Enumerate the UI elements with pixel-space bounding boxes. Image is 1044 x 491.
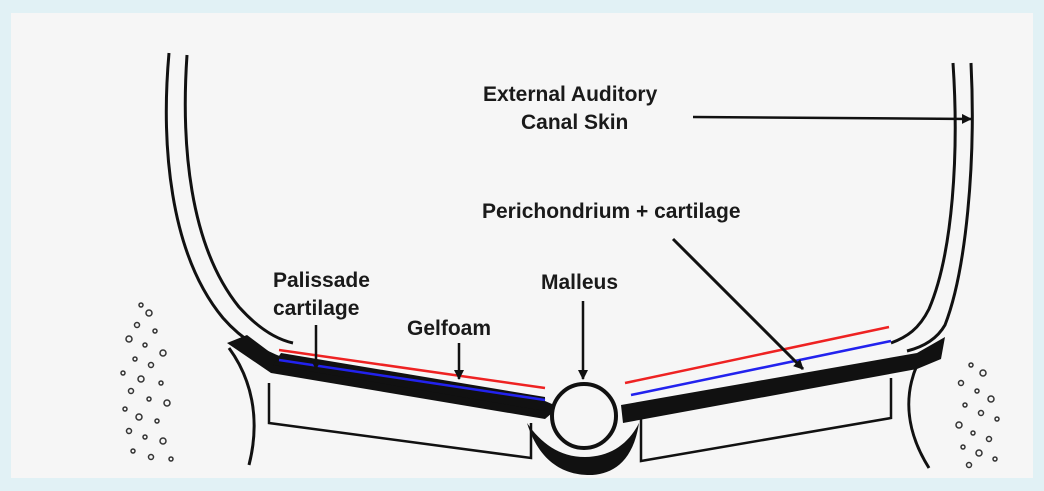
gelfoam-label: Gelfoam [407, 317, 491, 340]
palissade-label-line2: cartilage [273, 297, 359, 320]
malleus-circle [552, 384, 616, 448]
perichondrium-label: Perichondrium + cartilage [482, 200, 741, 223]
malleus-label: Malleus [541, 271, 618, 294]
ear-canal-diagram: External Auditory Canal Skin Perichondri… [11, 13, 1033, 478]
right-canal-wall-outer [891, 63, 955, 343]
eac-arrow [693, 117, 971, 119]
right-bone-texture [956, 363, 999, 468]
palissade-label-line1: Palissade [273, 269, 370, 292]
left-bony-wall [229, 348, 254, 465]
right-canal-wall-inner [907, 63, 972, 351]
eac-label-line1: External Auditory [483, 83, 658, 106]
figure-photo: External Auditory Canal Skin Perichondri… [11, 13, 1033, 478]
eac-label-line2: Canal Skin [521, 111, 628, 134]
perichondrium-arrow [673, 239, 803, 369]
right-bony-wall [909, 365, 929, 468]
left-bone-texture [121, 303, 173, 461]
